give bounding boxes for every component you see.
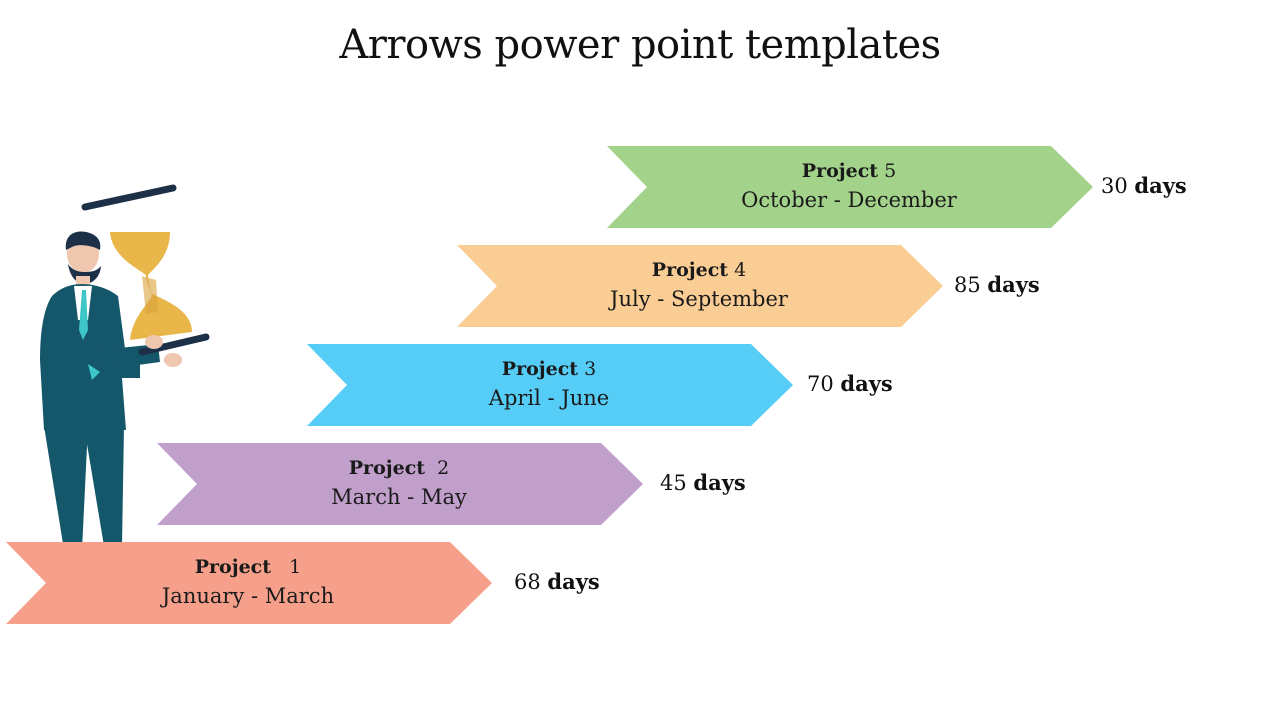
arrow-label: Project 2 March - May xyxy=(197,443,601,525)
project-title: Project 5 xyxy=(802,158,896,184)
project-arrow-5: Project 5 October - December xyxy=(607,146,1093,228)
project-title: Project 3 xyxy=(502,356,596,382)
project-number: 2 xyxy=(437,457,450,479)
arrow-shape xyxy=(307,344,793,426)
project-title: Project 4 xyxy=(652,257,746,283)
arrow-shape xyxy=(6,542,492,624)
project-period: March - May xyxy=(331,485,467,509)
arrow-label: Project 3 April - June xyxy=(347,344,751,426)
arrow-label: Project 5 October - December xyxy=(647,146,1051,228)
duration-unit: days xyxy=(547,569,600,594)
project-arrow-3: Project 3 April - June xyxy=(307,344,793,426)
project-number: 5 xyxy=(884,160,897,182)
duration-unit: days xyxy=(693,470,746,495)
arrow-label: Project 4 July - September xyxy=(497,245,901,327)
arrow-shape xyxy=(607,146,1093,228)
arrow-shape xyxy=(157,443,643,525)
arrow-fill xyxy=(457,245,943,327)
project-number: 1 xyxy=(289,556,302,578)
project-period: October - December xyxy=(741,188,957,212)
project-arrow-4: Project 4 July - September xyxy=(457,245,943,327)
project-duration-4: 85 days xyxy=(954,272,1040,297)
project-word: Project xyxy=(348,457,426,479)
duration-unit: days xyxy=(987,272,1040,297)
arrow-fill xyxy=(307,344,793,426)
project-duration-1: 68 days xyxy=(514,569,600,594)
duration-value: 68 xyxy=(514,570,541,594)
project-word: Project xyxy=(501,358,579,380)
project-title: Project 1 xyxy=(195,554,302,580)
page-title: Arrows power point templates xyxy=(339,22,941,68)
project-period: January - March xyxy=(161,584,335,608)
duration-unit: days xyxy=(840,371,893,396)
project-duration-3: 70 days xyxy=(807,371,893,396)
project-number: 3 xyxy=(584,358,597,380)
arrow-fill xyxy=(607,146,1093,228)
duration-value: 70 xyxy=(807,372,834,396)
duration-unit: days xyxy=(1134,173,1187,198)
duration-value: 85 xyxy=(954,273,981,297)
project-word: Project xyxy=(194,556,272,578)
project-period: July - September xyxy=(610,287,788,311)
arrow-fill xyxy=(6,542,492,624)
project-number: 4 xyxy=(734,259,747,281)
project-word: Project xyxy=(651,259,729,281)
duration-value: 45 xyxy=(660,471,687,495)
project-arrow-1: Project 1 January - March xyxy=(6,542,492,624)
project-duration-2: 45 days xyxy=(660,470,746,495)
project-duration-5: 30 days xyxy=(1101,173,1187,198)
duration-value: 30 xyxy=(1101,174,1128,198)
project-arrow-2: Project 2 March - May xyxy=(157,443,643,525)
project-period: April - June xyxy=(488,386,610,410)
project-word: Project xyxy=(801,160,879,182)
project-title: Project 2 xyxy=(349,455,449,481)
arrow-label: Project 1 January - March xyxy=(46,542,450,624)
arrow-fill xyxy=(157,443,643,525)
businessman-hourglass-icon xyxy=(40,184,210,566)
arrow-shape xyxy=(457,245,943,327)
